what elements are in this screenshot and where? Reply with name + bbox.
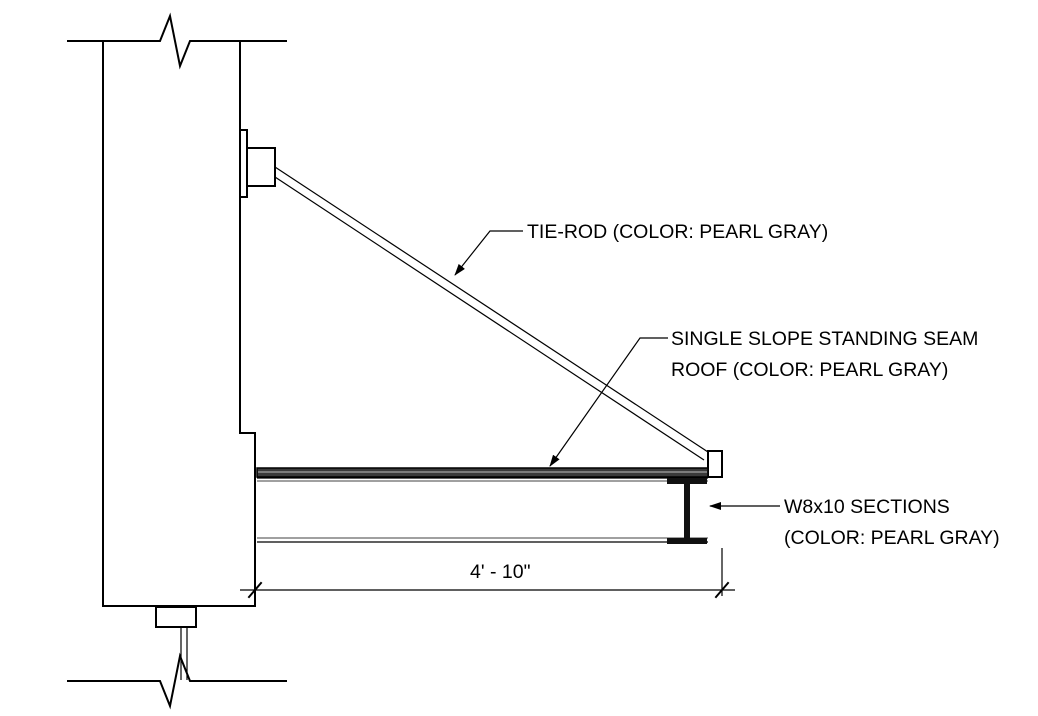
roof-label-line1: SINGLE SLOPE STANDING SEAM <box>671 328 978 350</box>
wall-outline <box>102 40 256 607</box>
tie-rod-clevis <box>246 147 276 187</box>
top-break-line <box>67 12 287 70</box>
tie-rod-edge <box>274 176 705 461</box>
beam-label-line2: (COLOR: PEARL GRAY) <box>784 527 1000 549</box>
tie-rod-label: TIE-ROD (COLOR: PEARL GRAY) <box>527 221 828 243</box>
roof-label-line2: ROOF (COLOR: PEARL GRAY) <box>671 359 948 381</box>
wall-anchor-plate <box>239 129 248 198</box>
tie-rod <box>274 166 709 453</box>
canopy-end-plate <box>707 450 723 478</box>
roof-leader <box>549 337 668 467</box>
tie-rod-leader <box>454 230 523 276</box>
w8x10-section-profile <box>667 478 707 544</box>
projection-dimension-label: 4' - 10" <box>470 561 531 583</box>
beam-label-line1: W8x10 SECTIONS <box>784 496 950 518</box>
bottom-bracket <box>155 606 197 628</box>
bottom-break-line <box>67 652 287 710</box>
dimension-line <box>240 548 735 599</box>
